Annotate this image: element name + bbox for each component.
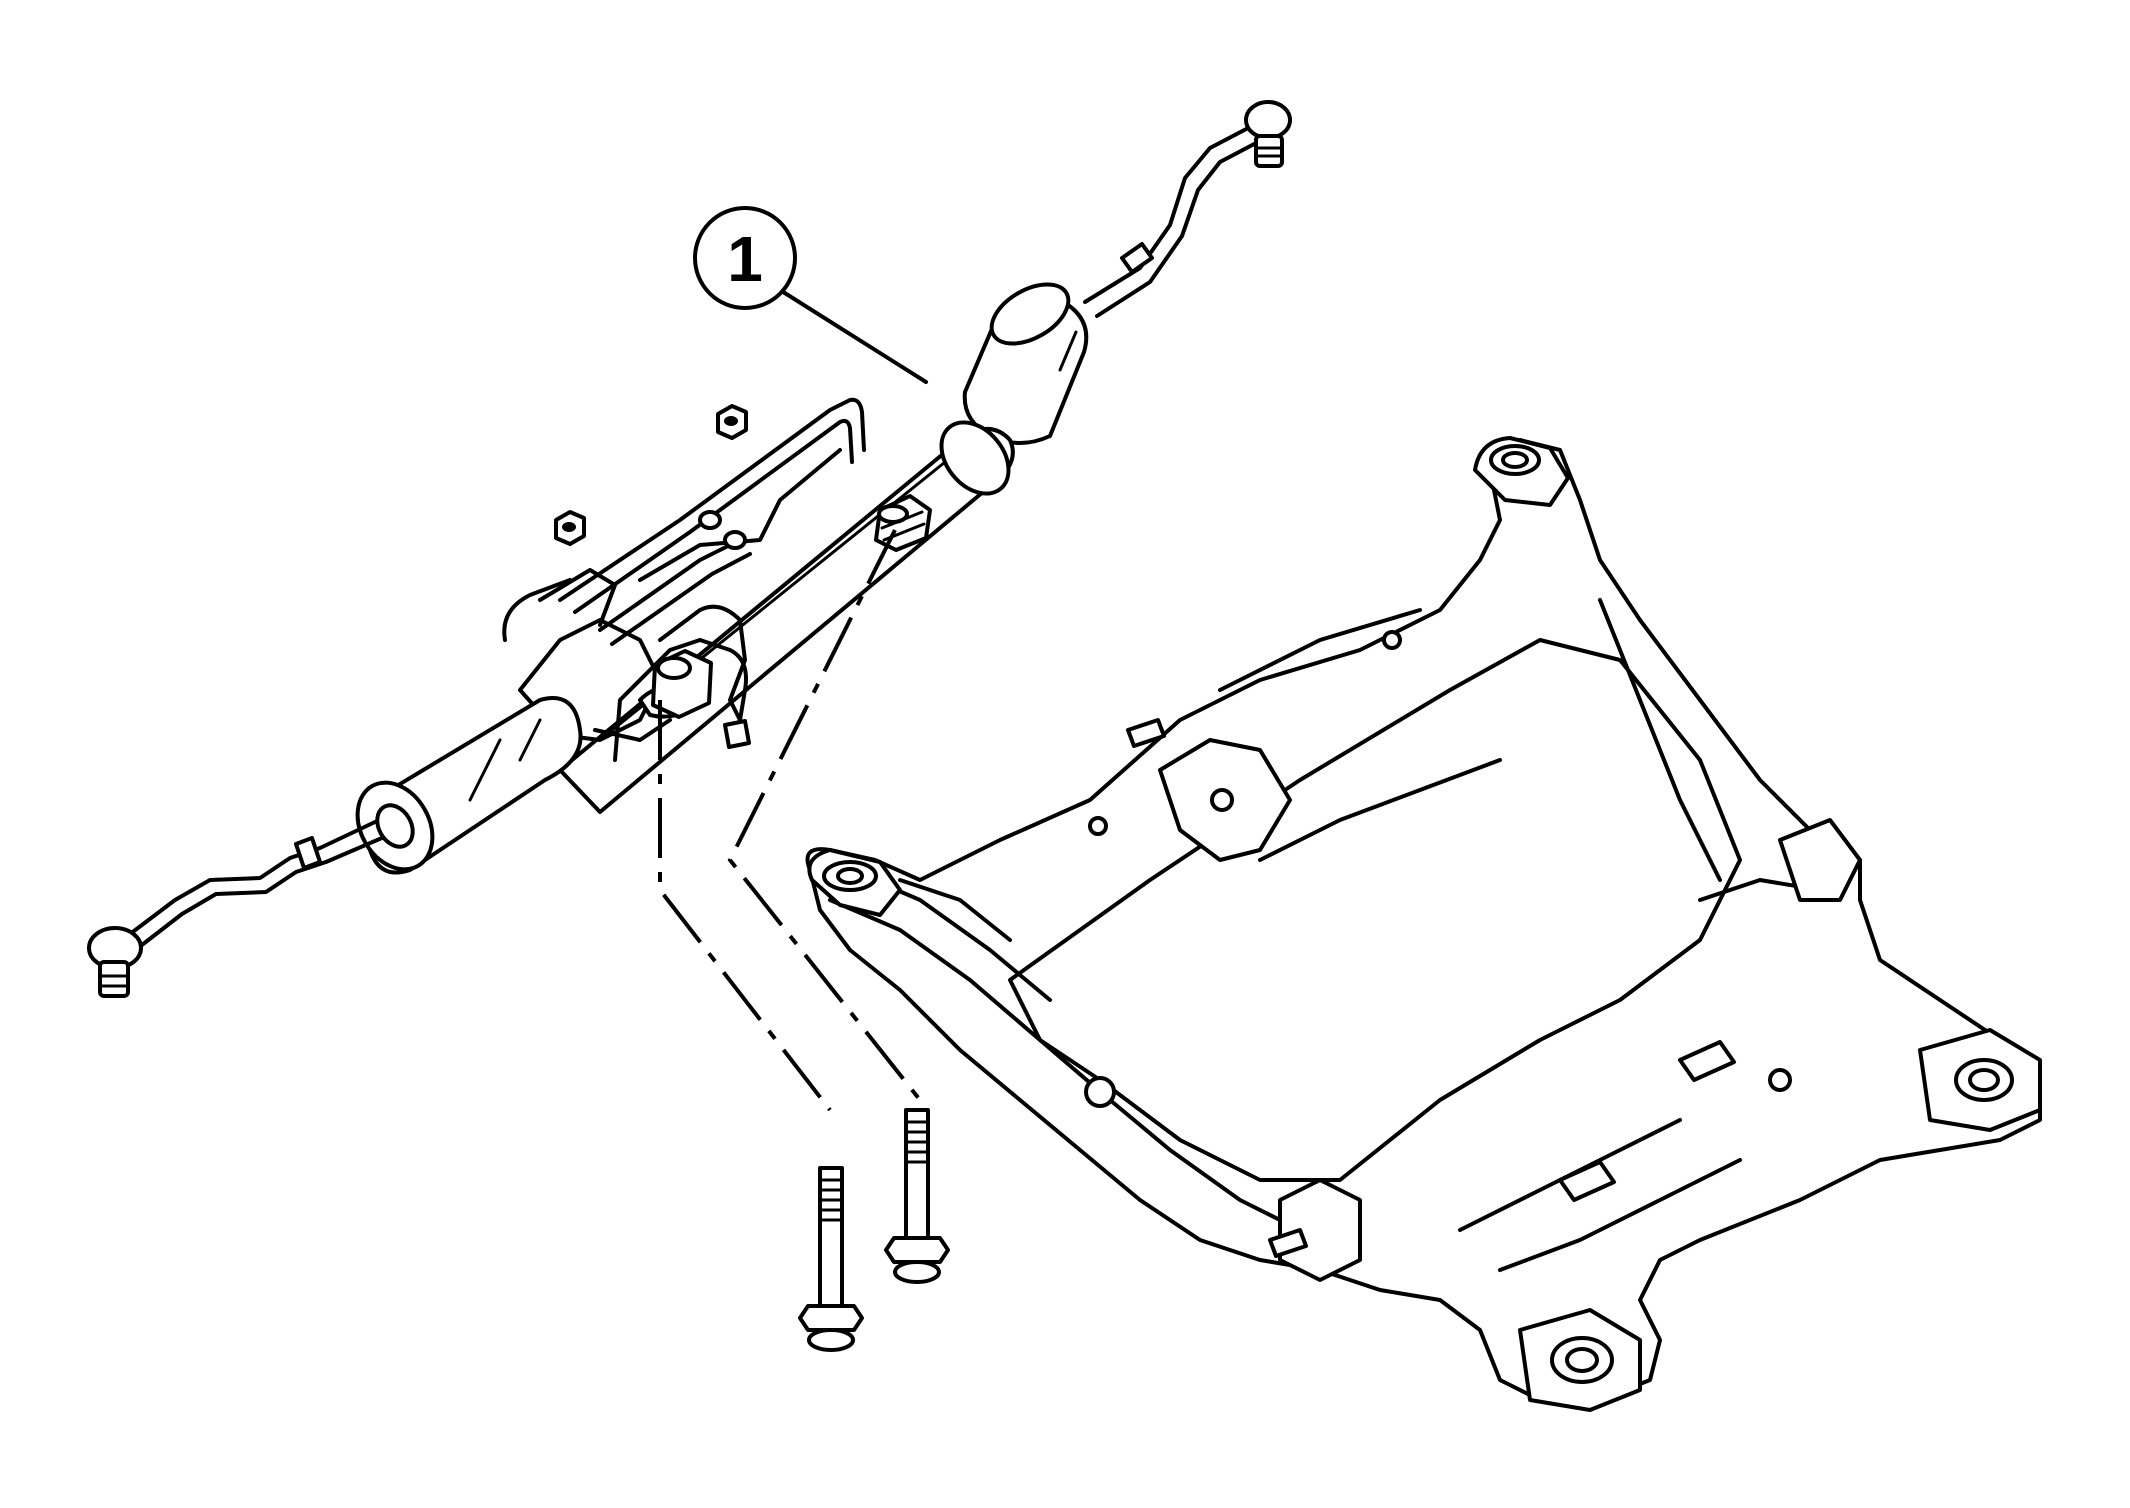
right-tie-rod: [1083, 100, 1292, 318]
mount-rear-left: [1473, 436, 1570, 507]
alignment-line-front-bolt: [658, 700, 832, 1112]
callout-number: 1: [727, 223, 763, 295]
alignment-line-rear-bolt: [727, 529, 922, 1102]
left-boot: [355, 696, 583, 875]
mount-rear-right: [1918, 1028, 2042, 1132]
callout-circle: [693, 206, 797, 310]
bolt-rear: [884, 1108, 950, 1284]
left-tie-rod: [87, 820, 384, 998]
callout-1: 1: [693, 206, 928, 384]
front-subframe: [805, 436, 2042, 1412]
bolt-alignment-lines: [658, 529, 922, 1112]
right-boot: [962, 282, 1089, 445]
mount-front-left: [807, 848, 902, 917]
nut-lower: [554, 510, 586, 546]
mount-front-right: [1518, 1308, 1642, 1412]
bolt-front: [798, 1166, 864, 1352]
steering-gear-assembly: [87, 100, 1292, 998]
hydraulic-lines: [558, 397, 866, 749]
nut-upper: [716, 404, 748, 440]
rack-mount-bushing-left: [651, 649, 713, 719]
subframe-inner-opening: [1008, 638, 1742, 1182]
rack-mount-bushing-right: [874, 494, 932, 552]
subframe-rack-bracket-left: [1126, 718, 1292, 862]
callout-leader-line: [778, 288, 928, 384]
subframe-rack-bracket-right: [1268, 1178, 1362, 1282]
